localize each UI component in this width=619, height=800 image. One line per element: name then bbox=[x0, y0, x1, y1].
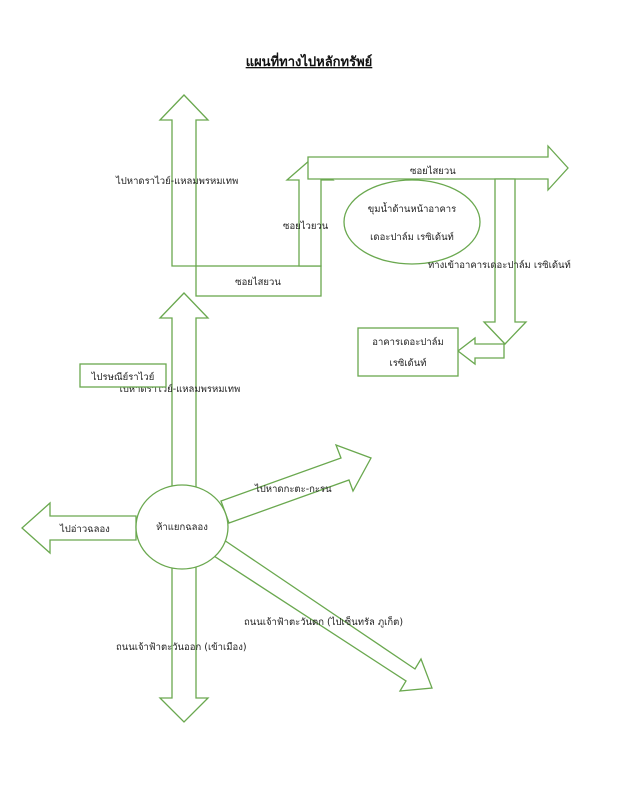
label-soi-up: ซอยไวยวน bbox=[283, 220, 329, 232]
label-ellipse-line2: เดอะปาล์ม เรซิเด้นท์ bbox=[370, 231, 454, 243]
label-soi-box: ซอยไสยวน bbox=[235, 276, 281, 288]
label-entrance: ทางเข้าอาคารเดอะปาล์ม เรซิเด้นท์ bbox=[428, 259, 571, 271]
junction-circle bbox=[135, 484, 229, 570]
label-building-line1: อาคารเดอะปาล์ม bbox=[372, 336, 444, 348]
label-junction: ห้าแยกฉลอง bbox=[156, 522, 208, 533]
post-office-box bbox=[79, 363, 167, 388]
west-arrow bbox=[21, 501, 137, 555]
northeast-arrow bbox=[220, 443, 372, 524]
label-post-office: ไปรษณีย์ราไวย์ bbox=[91, 371, 155, 383]
label-south: ถนนเจ้าฟ้าตะวันออก (เข้าเมือง) bbox=[116, 642, 247, 653]
south-arrow bbox=[158, 566, 210, 723]
soi-box bbox=[195, 265, 322, 297]
pond-ellipse bbox=[343, 179, 481, 265]
label-north-top: ไปหาดราไวย์-แหลมพรหมเทพ bbox=[115, 175, 238, 187]
north-lower-arrow bbox=[158, 292, 210, 488]
entrance-down-arrow bbox=[482, 178, 528, 345]
label-northeast: ไปหาดกะตะ-กะรน bbox=[254, 483, 332, 495]
label-west: ไปอ่าวฉลอง bbox=[59, 523, 110, 535]
label-southeast: ถนนเจ้าฟ้าตะวันตก (ไปเซ็นทรัล ภูเก็ต) bbox=[244, 615, 403, 628]
label-ellipse-line1: ขุมน้ำด้านหน้าอาคาร bbox=[368, 202, 457, 215]
label-building-line2: เรซิเด้นท์ bbox=[390, 357, 427, 369]
label-soi-right: ซอยไสยวน bbox=[410, 165, 456, 177]
north-top-arrow bbox=[158, 94, 210, 267]
map-title: แผนที่ทางไปหลักทรัพย์ bbox=[246, 52, 373, 70]
building-box bbox=[357, 327, 459, 377]
to-building-arrow bbox=[456, 336, 505, 366]
southeast-arrow bbox=[213, 539, 433, 692]
